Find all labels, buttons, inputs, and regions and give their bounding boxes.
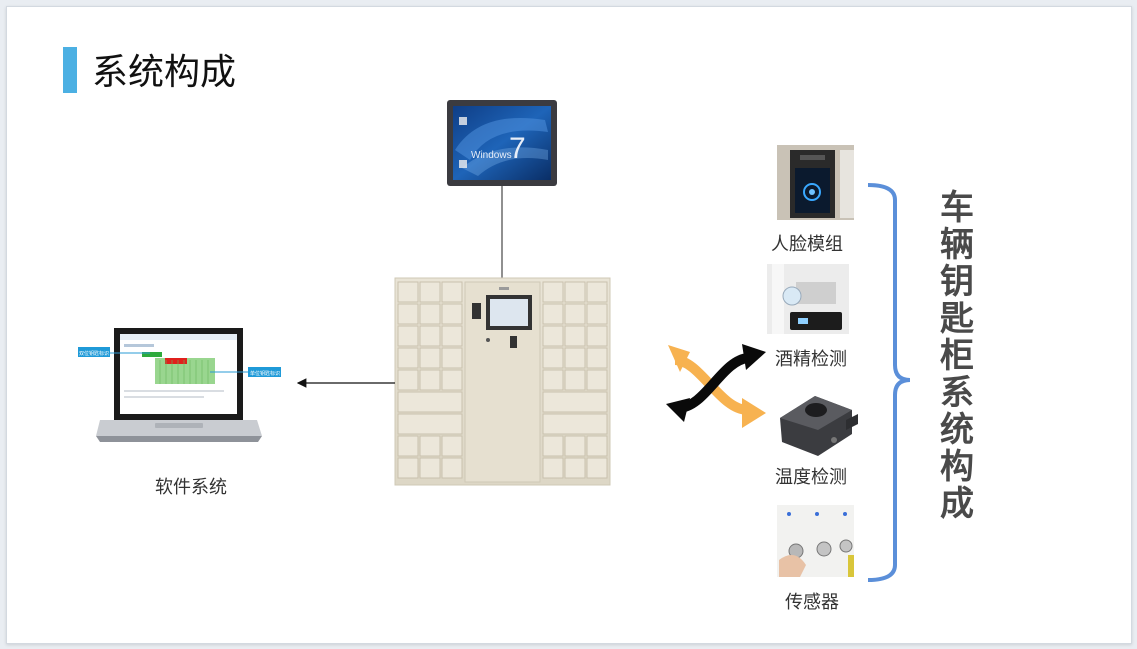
cabinet-door — [564, 435, 586, 457]
vertical-title-char: 系 — [940, 373, 974, 413]
exchange-arrows — [666, 344, 766, 428]
vertical-title-char: 钥 — [940, 262, 974, 302]
cabinet-door — [397, 347, 419, 369]
cabinet-door — [586, 347, 608, 369]
cabinet-door — [419, 347, 441, 369]
vertical-title-char: 柜 — [940, 336, 974, 376]
cabinet-door — [542, 303, 564, 325]
vertical-title-char: 车 — [940, 188, 974, 228]
cabinet-door — [542, 369, 564, 391]
cabinet-door — [419, 281, 441, 303]
cabinet-door — [397, 457, 419, 479]
cabinet-door — [419, 369, 441, 391]
cabinet-door — [586, 435, 608, 457]
cabinet-door — [542, 325, 564, 347]
module-label-face: 人脸模组 — [771, 234, 843, 255]
vertical-title-char: 辆 — [940, 225, 974, 265]
cabinet-door — [441, 369, 463, 391]
cabinet-door — [441, 457, 463, 479]
grouping-brace — [867, 183, 911, 582]
vertical-title-char: 统 — [940, 410, 974, 450]
laptop-callout-left: 双位钥匙标识 — [79, 350, 109, 357]
cabinet-door — [441, 325, 463, 347]
key-cabinet — [394, 277, 611, 486]
cabinet-door — [564, 303, 586, 325]
cabinet-door — [564, 457, 586, 479]
module-label-alcohol: 酒精检测 — [775, 349, 847, 370]
sensor-module-image — [777, 505, 854, 577]
touch-monitor: Windows 7 — [447, 100, 557, 186]
cabinet-door — [586, 457, 608, 479]
cabinet-drawer — [397, 391, 463, 413]
cabinet-door — [542, 435, 564, 457]
windows-number: 7 — [509, 132, 526, 165]
module-label-sensor: 传感器 — [785, 592, 839, 613]
cabinet-door — [564, 325, 586, 347]
cabinet-door — [397, 303, 419, 325]
cabinet-door — [586, 303, 608, 325]
cabinet-door — [397, 435, 419, 457]
cabinet-door — [419, 435, 441, 457]
page-title: 系统构成 — [92, 52, 237, 93]
cabinet-drawer — [542, 413, 608, 435]
cabinet-door — [542, 457, 564, 479]
cabinet-door — [419, 303, 441, 325]
cabinet-door — [564, 347, 586, 369]
vertical-title-char: 匙 — [940, 299, 974, 339]
temperature-module-image — [780, 396, 858, 456]
cabinet-door — [441, 303, 463, 325]
cabinet-door — [397, 369, 419, 391]
vertical-title-char: 构 — [940, 447, 974, 487]
vertical-title-char: 成 — [940, 484, 974, 524]
alcohol-module-image — [767, 264, 849, 334]
laptop-callout-right: 单位钥匙标识 — [250, 370, 280, 377]
cabinet-door — [419, 457, 441, 479]
cabinet-door — [419, 325, 441, 347]
cabinet-door — [586, 369, 608, 391]
module-label-temperature: 温度检测 — [775, 467, 847, 488]
cabinet-drawer — [542, 391, 608, 413]
software-system-caption: 软件系统 — [155, 477, 227, 498]
cabinet-right-doors — [542, 281, 608, 479]
cabinet-door — [441, 435, 463, 457]
cabinet-left-doors — [397, 281, 463, 479]
laptop — [78, 328, 281, 442]
vertical-title: 车 辆 钥 匙 柜 系 统 构 成 — [937, 190, 977, 523]
cabinet-door — [564, 369, 586, 391]
face-module-image — [777, 145, 854, 220]
cabinet-door — [441, 347, 463, 369]
cabinet-door — [586, 281, 608, 303]
cabinet-door — [397, 325, 419, 347]
cabinet-door — [564, 281, 586, 303]
cabinet-door — [586, 325, 608, 347]
cabinet-door — [397, 281, 419, 303]
cabinet-door — [441, 281, 463, 303]
cabinet-door — [542, 281, 564, 303]
title-accent-bar — [63, 47, 77, 93]
windows-text: Windows — [471, 150, 512, 161]
cabinet-door — [542, 347, 564, 369]
cabinet-drawer — [397, 413, 463, 435]
